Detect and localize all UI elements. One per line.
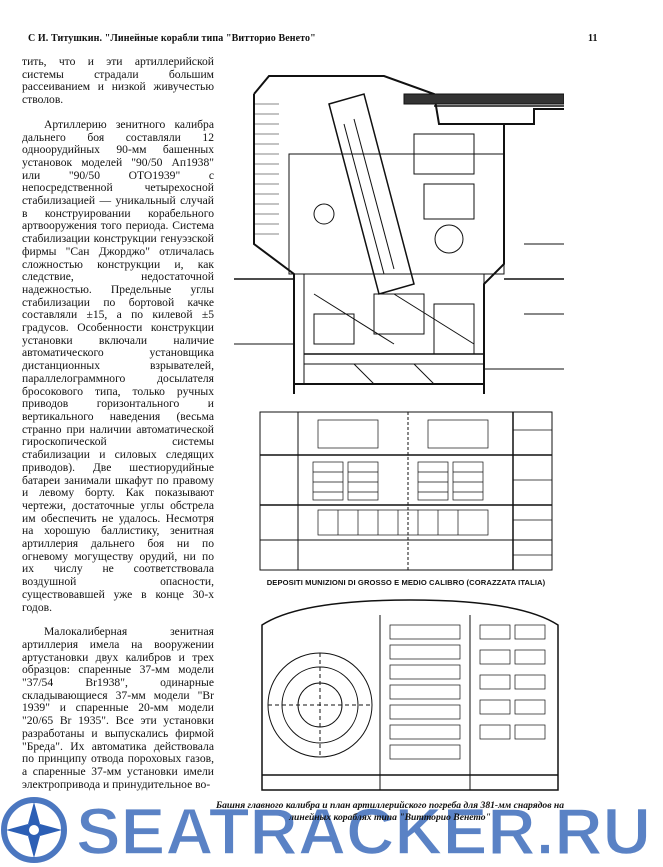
paragraph: тить, что и эти артиллерийской системы с…	[22, 55, 214, 107]
page-number: 11	[588, 33, 598, 44]
figure-caption: Башня главного калибра и план артиллерий…	[215, 800, 565, 823]
paragraph: Артиллерию зенитного калибра дальнего бо…	[22, 117, 214, 614]
paragraph: Малокалиберная зенитная артиллерия имела…	[22, 625, 214, 791]
turret-section-drawing	[234, 75, 564, 394]
page-header: С И. Титушкин. "Линейные корабли типа "В…	[0, 0, 663, 46]
magazine-title: DEPOSITI MUNIZIONI DI GROSSO E MEDIO CAL…	[266, 578, 546, 587]
propeller-icon	[1, 797, 67, 863]
body-text-column: тить, что и эти артиллерийской системы с…	[22, 55, 214, 803]
running-title: С И. Титушкин. "Линейные корабли типа "В…	[28, 33, 316, 44]
magazine-plan-drawing	[261, 599, 559, 791]
magazine-section-drawing	[259, 411, 553, 571]
